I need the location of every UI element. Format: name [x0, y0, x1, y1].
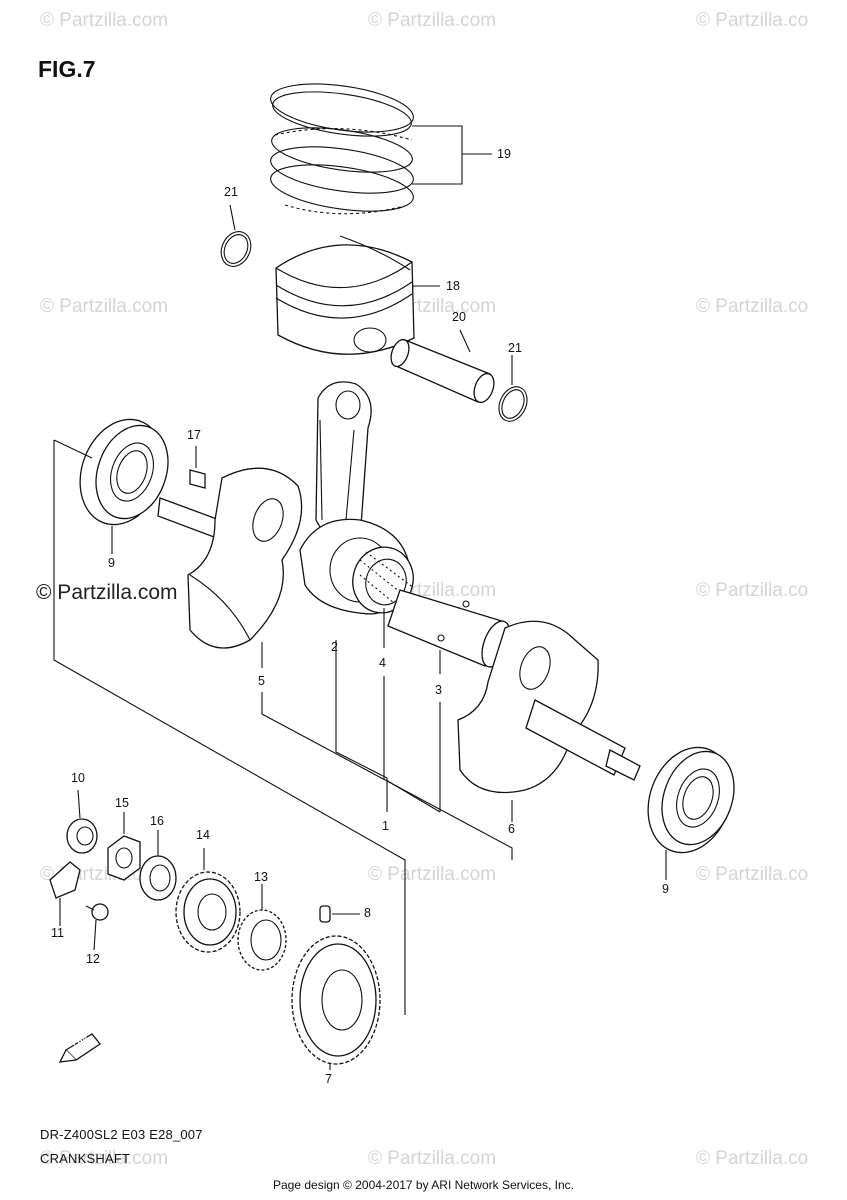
figure-label: FIG.7	[38, 56, 96, 82]
nut-part-15	[107, 835, 141, 881]
front-direction-arrow	[58, 1033, 101, 1063]
piston-rings	[270, 83, 414, 215]
callout-17: 17	[187, 428, 201, 442]
gear-part-7	[291, 935, 381, 1065]
piston-pin-clip-left	[220, 231, 252, 267]
piston	[275, 235, 415, 355]
watermark: © Partzilla.com	[40, 1148, 169, 1169]
watermark: © Partzilla.com	[368, 864, 497, 885]
page-credit: Page design © 2004-2017 by ARI Network S…	[272, 1178, 574, 1192]
watermark: © Partzilla.co	[696, 10, 809, 31]
callout-12: 12	[86, 952, 100, 966]
crank-left-half	[157, 467, 303, 649]
callout-4: 4	[379, 656, 386, 670]
spacer-part-10	[66, 818, 98, 854]
model-code: DR-Z400SL2 E03 E28_007	[40, 1127, 203, 1142]
callout-15: 15	[115, 796, 129, 810]
washer-part-16	[139, 855, 177, 901]
lock-plate-part-11	[49, 861, 81, 899]
watermark: © Partzilla.co	[696, 580, 809, 601]
callout-18: 18	[446, 279, 460, 293]
pin-part-8	[319, 905, 331, 923]
watermark-prominent: © Partzilla.com	[36, 581, 178, 604]
callout-16: 16	[150, 814, 164, 828]
callout-21: 21	[508, 341, 522, 355]
section-name: CRANKSHAFT	[40, 1151, 131, 1166]
leader-lines	[53, 125, 667, 1070]
watermark: © Partzilla.com	[368, 10, 497, 31]
watermark: © Partzilla.co	[696, 1148, 809, 1169]
piston-pin	[390, 338, 495, 404]
callout-19: 19	[497, 147, 511, 161]
screw-part-12	[85, 903, 109, 921]
callout-3: 3	[435, 683, 442, 697]
callout-20: 20	[452, 310, 466, 324]
gear-part-14	[175, 871, 241, 953]
callout-7: 7	[325, 1072, 332, 1086]
callout-6: 6	[508, 822, 515, 836]
callout-1: 1	[382, 819, 389, 833]
gear-part-13	[237, 909, 287, 971]
callout-8: 8	[364, 906, 371, 920]
callout-9: 9	[108, 556, 115, 570]
crank-bearing-right	[647, 746, 735, 854]
callout-13: 13	[254, 870, 268, 884]
callout-21: 21	[224, 185, 238, 199]
watermark: © Partzilla.com	[368, 1148, 497, 1169]
crank-bearing-left	[79, 418, 169, 526]
callout-11: 11	[51, 926, 64, 940]
watermark: © Partzilla.co	[696, 296, 809, 317]
callout-5: 5	[258, 674, 265, 688]
callout-9: 9	[662, 882, 669, 896]
callout-14: 14	[196, 828, 210, 842]
crank-key	[189, 469, 206, 489]
crank-right-half	[457, 620, 641, 794]
watermark: © Partzilla.com	[40, 296, 169, 317]
callout-10: 10	[71, 771, 85, 785]
piston-pin-clip-right	[498, 386, 528, 422]
watermark: © Partzilla.com	[40, 10, 169, 31]
callout-2: 2	[331, 640, 338, 654]
watermark: © Partzilla.co	[696, 864, 809, 885]
